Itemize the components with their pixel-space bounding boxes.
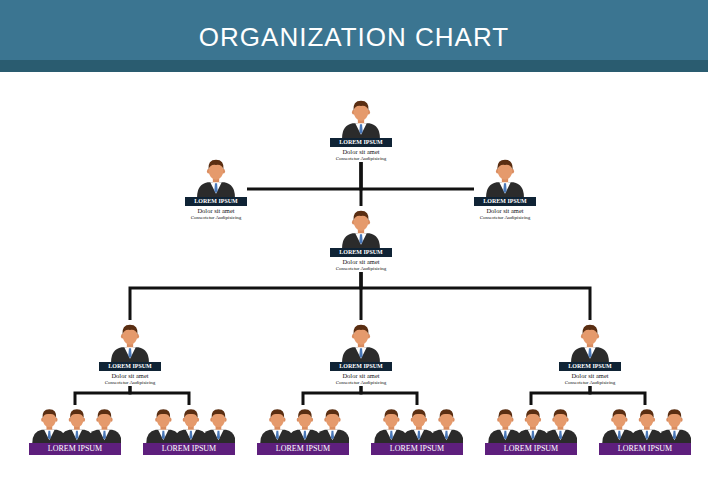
name-bar: LOREM IPSUM	[485, 443, 577, 455]
chart-title: ORGANIZATION CHART	[0, 22, 708, 52]
connector-line	[361, 386, 417, 405]
person-icon	[339, 320, 383, 362]
name-bar: LOREM IPSUM	[330, 138, 392, 147]
name-bar: LOREM IPSUM	[143, 443, 235, 455]
team-group: LOREM IPSUM	[143, 405, 235, 455]
person-card: LOREM IPSUMDolor sit ametConsectetur Aud…	[99, 320, 161, 386]
description-text: Consectetur Audipisicing	[330, 156, 392, 162]
team-group: LOREM IPSUM	[371, 405, 463, 455]
person-icon	[194, 155, 238, 197]
person-card: LOREM IPSUMDolor sit ametConsectetur Aud…	[559, 320, 621, 386]
person-card: LOREM IPSUMDolor sit ametConsectetur Aud…	[474, 155, 536, 221]
person-card: LOREM IPSUMDolor sit ametConsectetur Aud…	[330, 206, 392, 272]
team-icon	[143, 405, 235, 443]
team-group: LOREM IPSUM	[485, 405, 577, 455]
person-icon	[108, 320, 152, 362]
person-card: LOREM IPSUMDolor sit ametConsectetur Aud…	[330, 320, 392, 386]
connector-line	[130, 272, 361, 320]
connector-line	[531, 386, 590, 405]
team-group: LOREM IPSUM	[599, 405, 691, 455]
role-text: Dolor sit amet	[559, 372, 621, 380]
team-icon	[371, 405, 463, 443]
name-bar: LOREM IPSUM	[99, 362, 161, 371]
role-text: Dolor sit amet	[99, 372, 161, 380]
name-bar: LOREM IPSUM	[185, 197, 247, 206]
role-text: Dolor sit amet	[330, 148, 392, 156]
person-card: LOREM IPSUMDolor sit ametConsectetur Aud…	[330, 96, 392, 162]
description-text: Consectetur Audipisicing	[559, 380, 621, 386]
team-icon	[257, 405, 349, 443]
description-text: Consectetur Audipisicing	[99, 380, 161, 386]
person-icon	[339, 206, 383, 248]
team-icon	[29, 405, 121, 443]
name-bar: LOREM IPSUM	[257, 443, 349, 455]
description-text: Consectetur Audipisicing	[185, 215, 247, 221]
person-icon	[568, 320, 612, 362]
role-text: Dolor sit amet	[474, 207, 536, 215]
description-text: Consectetur Audipisicing	[330, 380, 392, 386]
name-bar: LOREM IPSUM	[371, 443, 463, 455]
role-text: Dolor sit amet	[185, 207, 247, 215]
name-bar: LOREM IPSUM	[559, 362, 621, 371]
name-bar: LOREM IPSUM	[330, 248, 392, 257]
team-icon	[485, 405, 577, 443]
connector-line	[361, 162, 474, 189]
role-text: Dolor sit amet	[330, 258, 392, 266]
connector-line	[361, 272, 590, 320]
person-icon	[339, 96, 383, 138]
name-bar: LOREM IPSUM	[29, 443, 121, 455]
team-icon	[599, 405, 691, 443]
person-card: LOREM IPSUMDolor sit ametConsectetur Aud…	[185, 155, 247, 221]
team-group: LOREM IPSUM	[29, 405, 121, 455]
connector-line	[75, 386, 130, 405]
role-text: Dolor sit amet	[330, 372, 392, 380]
name-bar: LOREM IPSUM	[330, 362, 392, 371]
description-text: Consectetur Audipisicing	[330, 266, 392, 272]
description-text: Consectetur Audipisicing	[474, 215, 536, 221]
person-icon	[483, 155, 527, 197]
team-group: LOREM IPSUM	[257, 405, 349, 455]
name-bar: LOREM IPSUM	[474, 197, 536, 206]
connector-line	[247, 162, 361, 189]
connector-line	[590, 386, 645, 405]
connector-line	[130, 386, 189, 405]
connector-line	[303, 386, 361, 405]
connector-line	[360, 162, 363, 206]
name-bar: LOREM IPSUM	[599, 443, 691, 455]
